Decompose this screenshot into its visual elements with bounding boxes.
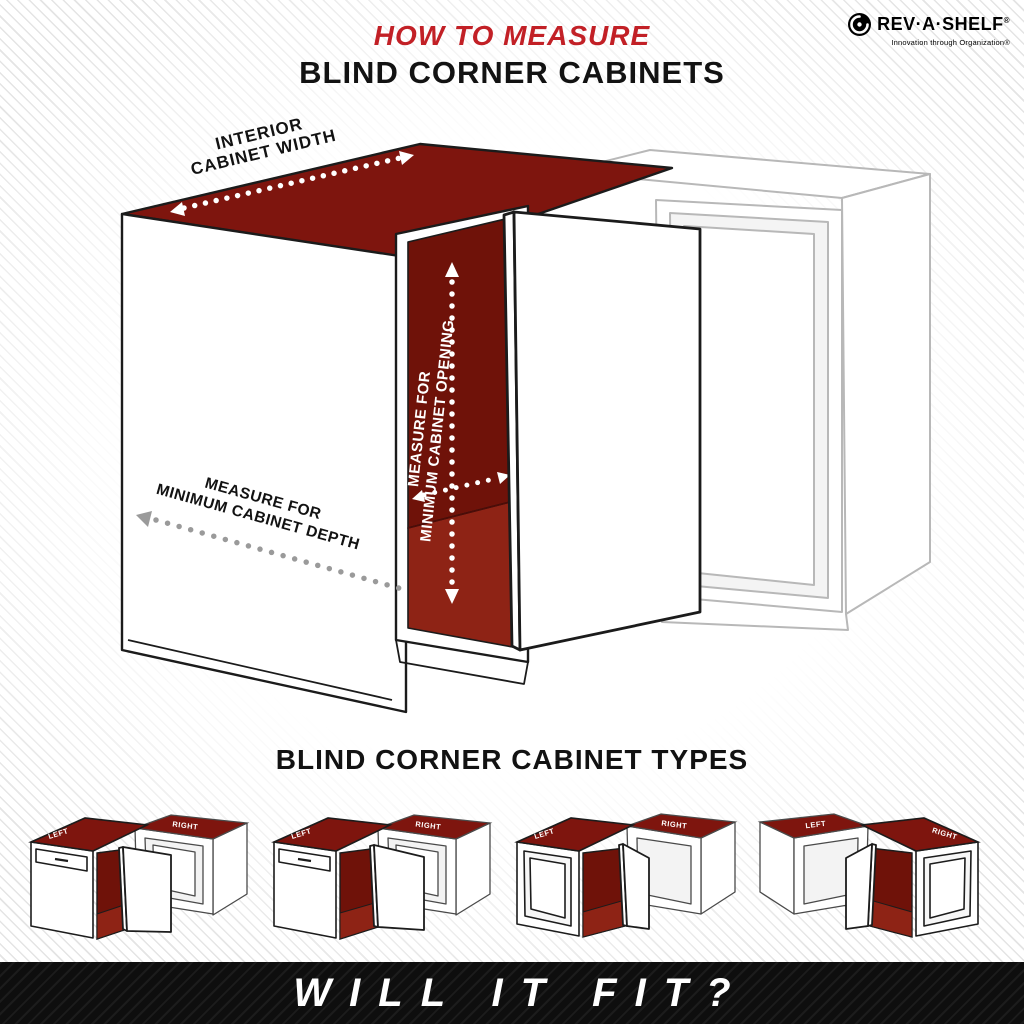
logo-icon: [848, 13, 872, 36]
footer-banner: WILL IT FIT?: [0, 962, 1024, 1024]
blind-panel: [120, 212, 408, 714]
cabinet-type-4: LEFT RIGHT: [757, 813, 981, 938]
registered-mark: ®: [1003, 16, 1010, 25]
opening-width-arrowhead-left: [412, 490, 425, 502]
opening-height-arrow: [445, 262, 459, 604]
footer-text: WILL IT FIT?: [293, 970, 749, 1015]
type-1-label-right: RIGHT: [172, 819, 199, 831]
depth-arrow: [136, 511, 405, 592]
opening-width-arrow: [412, 472, 510, 502]
cabinet-type-2: LEFT RIGHT: [271, 814, 493, 940]
type-3-label-right: RIGHT: [661, 818, 688, 830]
types-section-title: BLIND CORNER CABINET TYPES: [275, 744, 749, 775]
brand-tagline: Innovation through Organization®: [891, 38, 1010, 47]
depth-arrowhead: [136, 511, 152, 527]
opening-arrowhead-top: [445, 262, 459, 277]
page-title-black: BLIND CORNER CABINETS: [299, 55, 725, 90]
cabinet-type-3: LEFT RIGHT: [514, 813, 738, 938]
page-header: HOW TO MEASURE BLIND CORNER CABINETS: [0, 20, 1024, 91]
type-4-label-left: LEFT: [805, 819, 827, 830]
brand-logo: REV·A·SHELF® Innovation through Organiza…: [847, 12, 1010, 47]
cabinet-type-1: LEFT RIGHT: [28, 814, 250, 940]
width-arrowhead-left: [170, 202, 185, 216]
cabinet-door: [502, 210, 702, 652]
cabinet-opening: [394, 204, 530, 685]
opening-arrowhead-bottom: [445, 589, 459, 604]
ghost-cabinet: [561, 149, 931, 631]
type-2-label-right: RIGHT: [415, 819, 442, 831]
opening-width-arrowhead-right: [497, 472, 510, 484]
page-title-red: HOW TO MEASURE: [373, 20, 651, 51]
door-front: [512, 210, 702, 652]
brand-name: REV·A·SHELF®: [877, 14, 1010, 34]
width-arrow: [170, 151, 414, 216]
width-arrowhead-right: [399, 151, 414, 165]
